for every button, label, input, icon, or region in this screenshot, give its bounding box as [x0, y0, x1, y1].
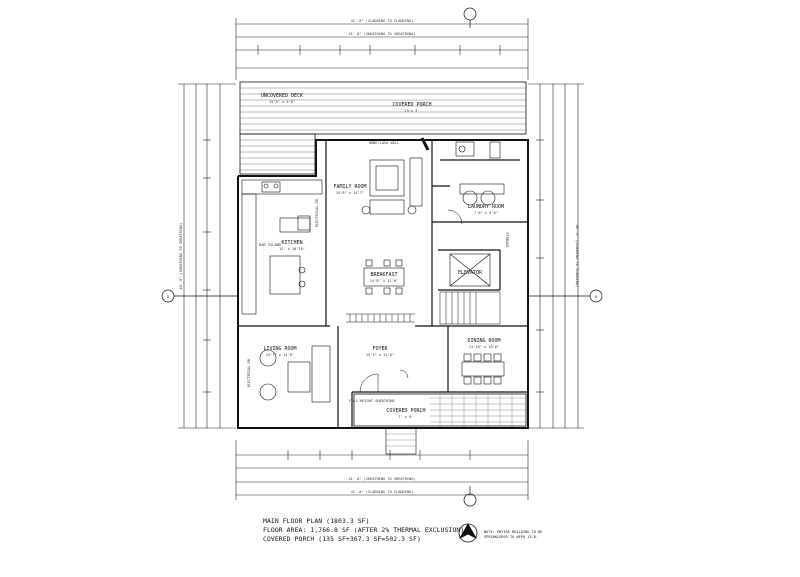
breakfast-size: 14'8" x 11'0": [370, 279, 398, 283]
breakfast-label: BREAKFAST: [370, 272, 397, 278]
laundry-room-size: 7'6" x 6'6": [474, 211, 498, 215]
uncovered-deck-label: UNCOVERED DECK: [261, 93, 303, 99]
kitchen-label: KITCHEN: [281, 240, 302, 246]
covered-porch-bottom-label: COVERED PORCH: [386, 408, 425, 414]
elevator-shaft: [449, 253, 491, 287]
foyer-label: FOYER: [372, 346, 388, 352]
interior-walls: [238, 140, 528, 428]
covered-porch-bottom-size: 7' x 6': [398, 415, 413, 419]
bottom-structure-dimension: 41'-0" (SHEATHING TO SHEATHING): [348, 477, 415, 481]
storage-label: STORAGE: [505, 232, 509, 247]
title-block: MAIN FLOOR PLAN (1803.3 SF) FLOOR AREA: …: [263, 517, 465, 544]
dining-room-label: DINING ROOM: [467, 338, 500, 344]
family-room-size: 15'8" x 14'7": [336, 191, 364, 195]
dining-room-size: 11'10" x 10'8": [469, 345, 499, 349]
living-room-size: 15'7" x 14'6": [266, 353, 294, 357]
room-labels: UNCOVERED DECK 14'8" x 4'6" COVERED PORC…: [247, 93, 509, 419]
family-room-furniture: [361, 137, 430, 215]
stairs: [439, 291, 501, 325]
title-line-covered-porch: COVERED PORCH (135 SF+367.3 SF=502.3 SF): [263, 535, 421, 543]
top-overall-dimension: 41'-0" (CLADDING TO CLADDING): [351, 19, 414, 23]
laundry-fixtures: [455, 141, 505, 206]
fireplace-wall-label: HONE/LAVA WALL: [369, 141, 399, 145]
bar-island-label: BAR ISLAND: [259, 243, 281, 247]
electrical-living-label: ELECTRICAL DR.: [247, 357, 251, 387]
kitchen-fixtures: [241, 179, 323, 315]
kitchen-size: 12' x 10'10": [279, 247, 305, 251]
left-overall-dimension: 40'-0" (SHEATHING TO SHEATHING): [179, 222, 183, 289]
front-porch-grid: [353, 393, 527, 455]
title-line-floor-area: FLOOR AREA: 1,766.8 SF (AFTER 2% THERMAL…: [263, 526, 465, 534]
right-overall-dimension: 40'-0" (CLADDING TO CLADDING): [575, 225, 579, 288]
covered-porch-top-size: 25'x 5': [404, 109, 419, 113]
porch-tag-label: FULL HEIGHT SHEATHING: [349, 399, 394, 403]
dimension-lines: [178, 18, 584, 500]
door-swings: [359, 209, 463, 393]
family-room-label: FAMILY ROOM: [333, 184, 366, 190]
living-room-furniture: [259, 345, 331, 403]
electrical-label: ELECTRICAL DR.: [315, 197, 319, 227]
railing: [346, 313, 415, 323]
top-structure-dimension: 41'-0" (SHEATHING TO SHEATHING): [348, 32, 415, 36]
grid-marker-right: A: [595, 295, 598, 299]
foyer-size: 15'3" x 11'6": [366, 353, 394, 357]
uncovered-deck-size: 14'8" x 4'6": [269, 100, 295, 104]
bottom-overall-dimension: 41'-0" (CLADDING TO CLADDING): [351, 490, 414, 494]
elevator-label: ELEVATOR: [458, 270, 483, 276]
dining-table: [461, 353, 505, 385]
grid-marker-left: A: [167, 295, 170, 299]
exterior-walls: [237, 139, 529, 429]
covered-porch-top-label: COVERED PORCH: [392, 102, 431, 108]
breakfast-table: [363, 259, 405, 295]
sprinkler-note: NOTE: ENTIRE BUILDING TO BE SPRINKLERED …: [484, 530, 543, 539]
north-arrow-icon: [458, 523, 478, 543]
deck-boards: [239, 81, 527, 175]
title-line-floor-plan: MAIN FLOOR PLAN (1803.3 SF): [263, 517, 370, 525]
living-room-label: LIVING ROOM: [263, 346, 296, 352]
grid-markers: [161, 7, 603, 507]
laundry-room-label: LAUNDRY ROOM: [468, 204, 504, 210]
